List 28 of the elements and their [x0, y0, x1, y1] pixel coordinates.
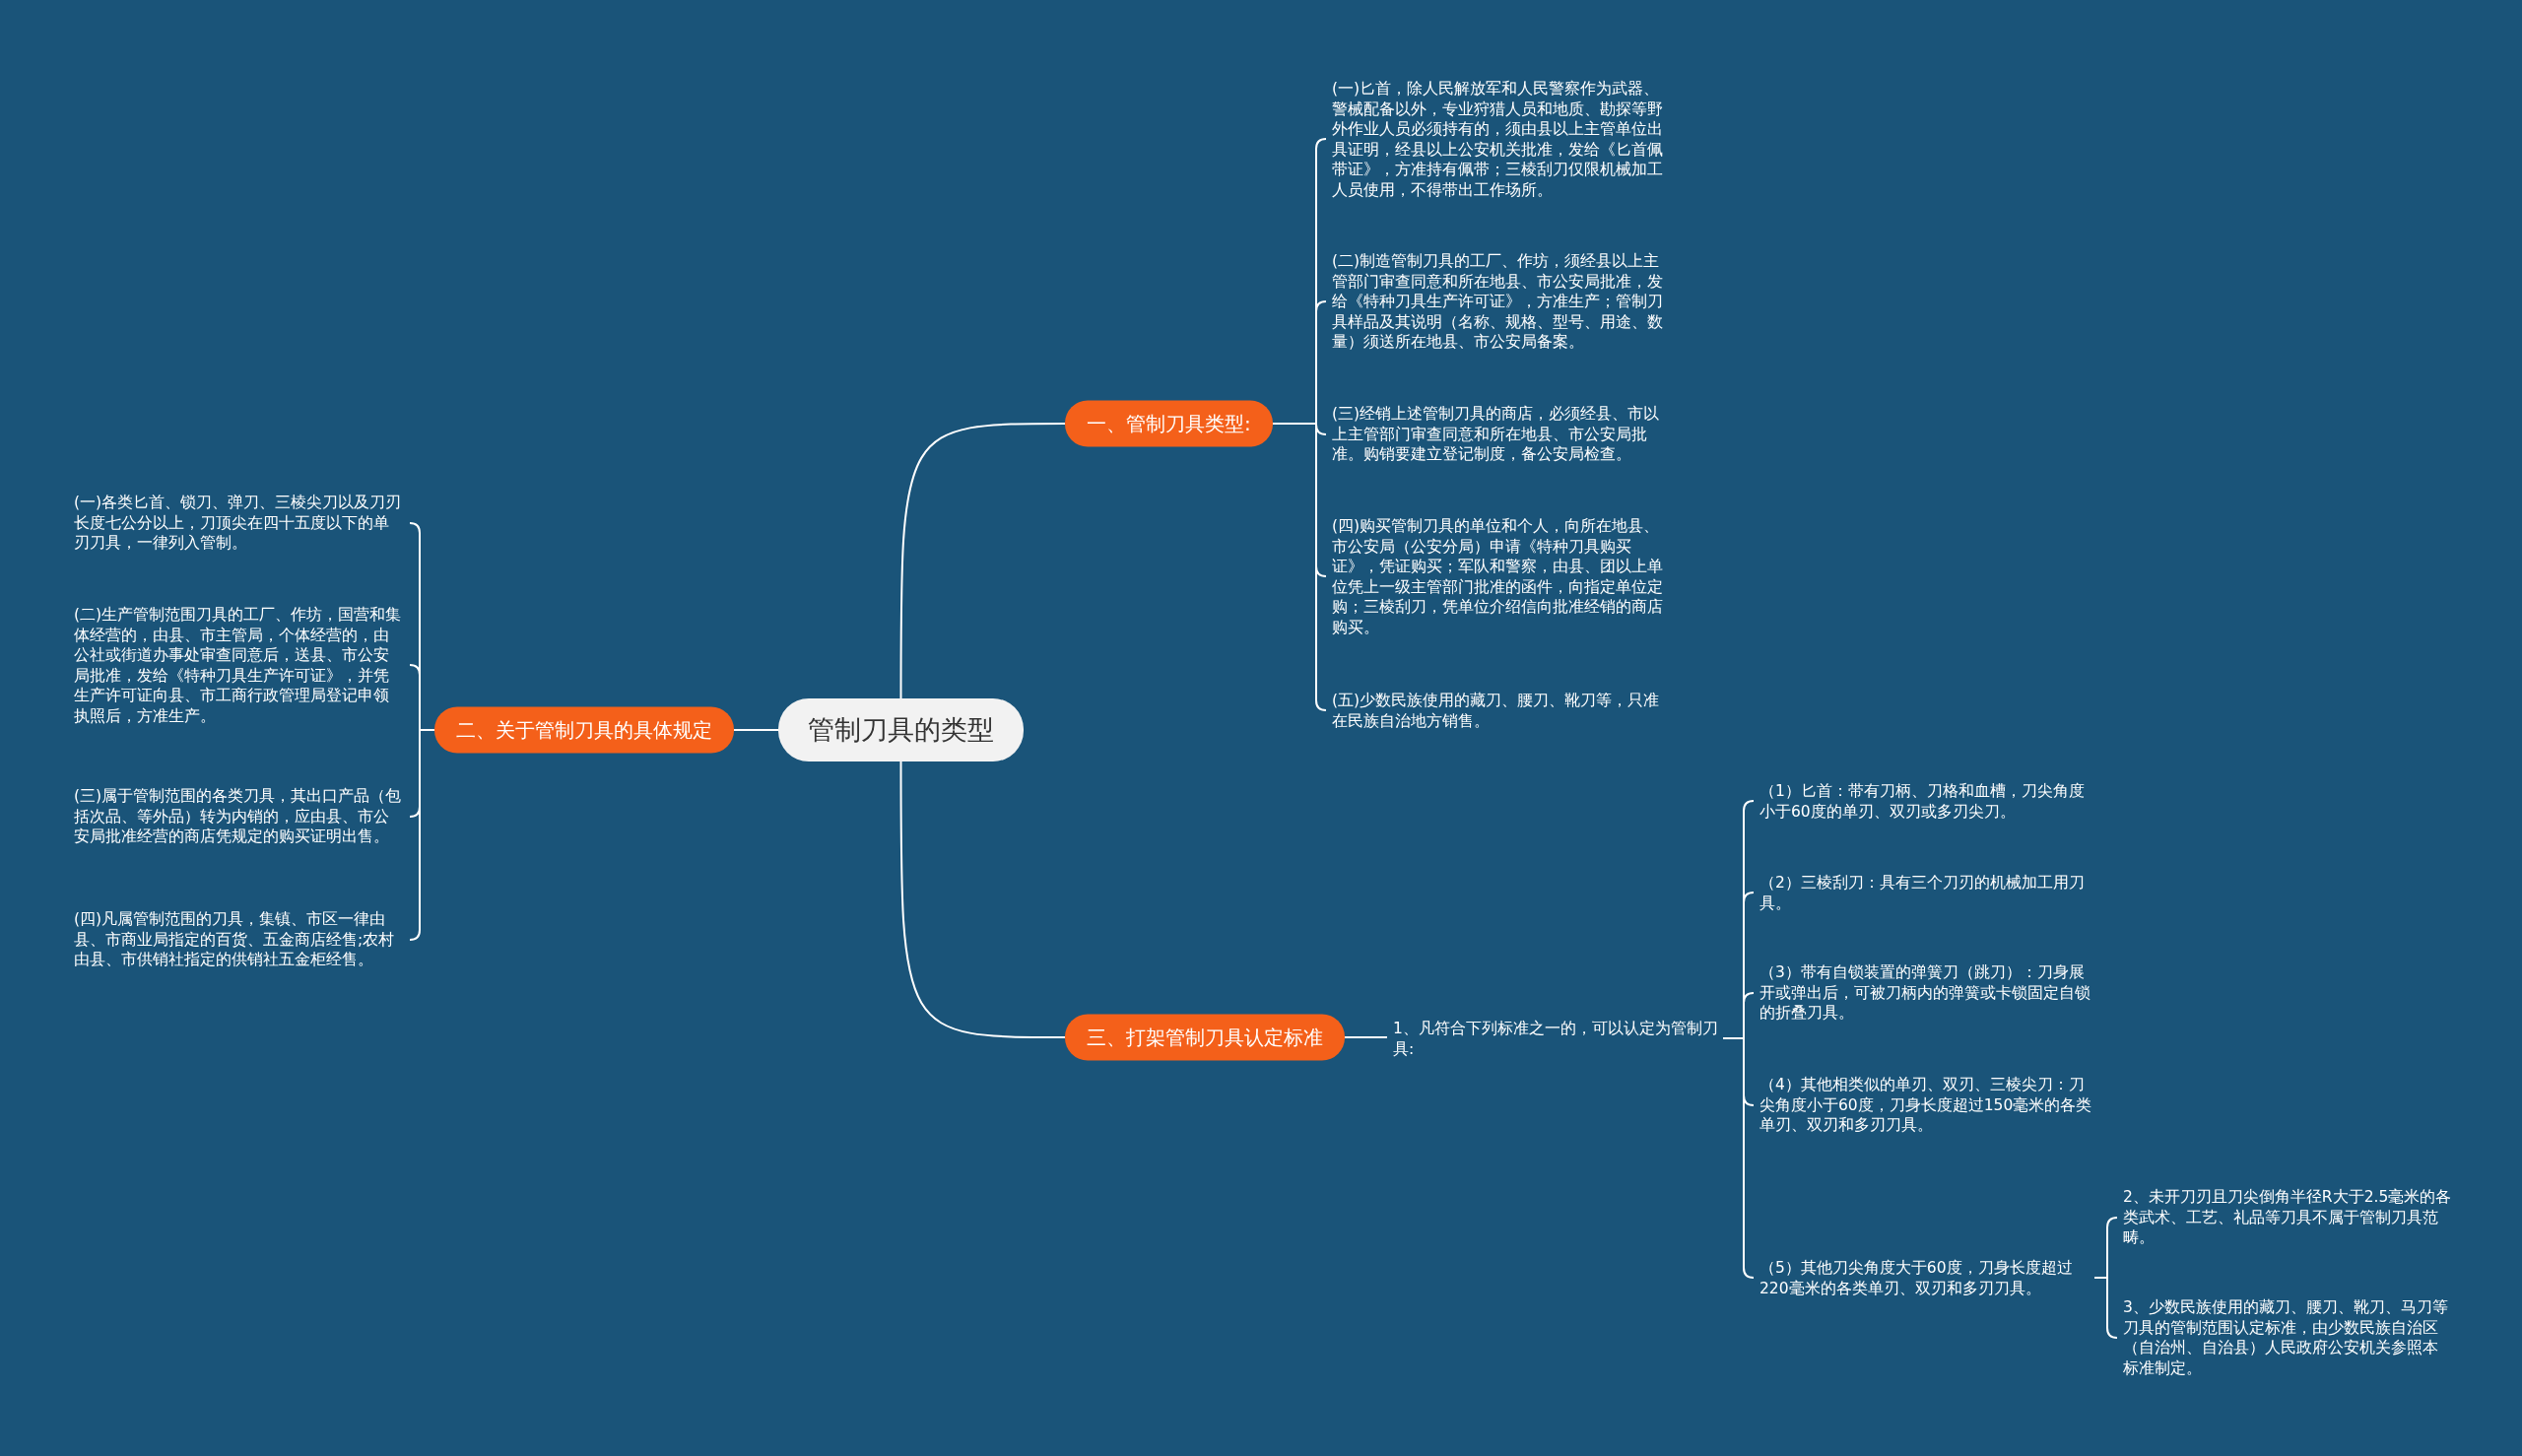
note-text: (五)少数民族使用的藏刀、腰刀、靴刀等，只准在民族自治地方销售。 [1332, 690, 1667, 731]
note-text: (四)凡属管制范围的刀具，集镇、市区一律由县、市商业局指定的百货、五金商店经售;农村由县、市供销社指定的供销社五金柜经售。 [74, 909, 404, 970]
note-text: (二)生产管制范围刀具的工厂、作坊，国营和集体经营的，由县、市主管局，个体经营的，由公社或街道办事处审查同意后，送县、市公安局批准，发给《特种刀具生产许可证》，并凭生产许可证向县、市工商行政管理局登记申领执照后，方准生产。 [74, 604, 404, 726]
note-text: （1）匕首：带有刀柄、刀格和血槽，刀尖角度小于60度的单刃、双刃或多刃尖刀。 [1759, 780, 2094, 822]
note-text: 1、凡符合下列标准之一的，可以认定为管制刀具: [1393, 1018, 1723, 1059]
note-text: （5）其他刀尖角度大于60度，刀身长度超过220毫米的各类单刃、双刃和多刃刀具。 [1759, 1257, 2094, 1298]
note-text: (一)各类匕首、锁刀、弹刀、三棱尖刀以及刀刃长度七公分以上，刀顶尖在四十五度以下的单刃刀具，一律列入管制。 [74, 493, 404, 554]
connector-line [1722, 1037, 1755, 1279]
connector-line [899, 423, 1066, 699]
note-text: 3、少数民族使用的藏刀、腰刀、靴刀、马刀等刀具的管制范围认定标准，由少数民族自治区（自治州、自治县）人民政府公安机关参照本标准制定。 [2123, 1297, 2453, 1378]
branch-topic: 二、关于管制刀具的具体规定 [434, 706, 734, 754]
connector-line [733, 729, 779, 731]
branch-topic: 三、打架管制刀具认定标准 [1065, 1014, 1345, 1061]
note-text: (三)属于管制范围的各类刀具，其出口产品（包括次品、等外品）转为内销的，应由县、市公安局批准经营的商店凭规定的购买证明出售。 [74, 786, 404, 847]
note-text: （2）三棱刮刀：具有三个刀刃的机械加工用刀具。 [1759, 872, 2094, 913]
note-text: (四)购买管制刀具的单位和个人，向所在地县、市公安局（公安分局）申请《特种刀具购买证》，凭证购买；军队和警察，由县、团以上单位凭上一级主管部门批准的函件，向指定单位定购；三棱刮刀，凭单位介绍信向批准经销的商店购买。 [1332, 515, 1667, 637]
branch-topic: 一、管制刀具类型: [1065, 400, 1273, 447]
note-text: (三)经销上述管制刀具的商店，必须经县、市以上主管部门审查同意和所在地县、市公安局批准。购销要建立登记制度，备公安局检查。 [1332, 404, 1667, 465]
connector-line [409, 729, 435, 941]
note-text: 2、未开刀刃且刀尖倒角半径R大于2.5毫米的各类武术、工艺、礼品等刀具不属于管制刀具范畴。 [2123, 1187, 2453, 1248]
note-text: (二)制造管制刀具的工厂、作坊，须经县以上主管部门审查同意和所在地县、市公安局批准，发给《特种刀具生产许可证》，方准生产；管制刀具样品及其说明（名称、规格、型号、用途、数量）须送所在地县、市公安局备案。 [1332, 250, 1667, 353]
note-text: （3）带有自锁装置的弹簧刀（跳刀）：刀身展开或弹出后，可被刀柄内的弹簧或卡锁固定自锁的折叠刀具。 [1759, 962, 2094, 1024]
connector-line [899, 761, 1066, 1038]
note-text: (一)匕首，除人民解放军和人民警察作为武器、警械配备以外，专业狩猎人员和地质、勘探等野外作业人员必须持有的，须由县以上主管单位出具证明，经县以上公安机关批准，发给《匕首佩带证》，方准持有佩带；三棱刮刀仅限机械加工人员使用，不得带出工作场所。 [1332, 78, 1667, 200]
central-topic: 管制刀具的类型 [778, 698, 1024, 761]
note-text: （4）其他相类似的单刃、双刃、三棱尖刀：刀尖角度小于60度，刀身长度超过150毫米的各类单刃、双刃和多刃刀具。 [1759, 1075, 2094, 1136]
connector-line [2093, 1277, 2118, 1339]
connector-line [1344, 1036, 1388, 1038]
